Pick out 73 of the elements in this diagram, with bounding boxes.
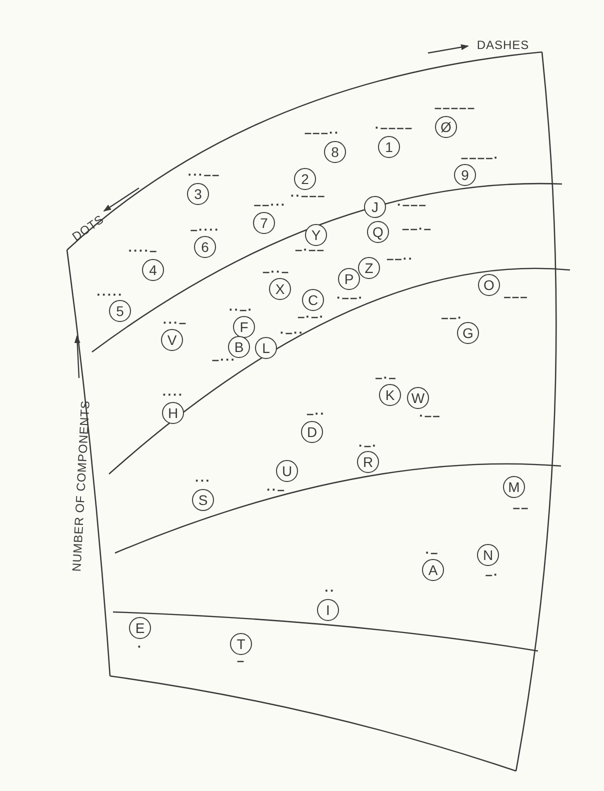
morse-code: ··–· [228,304,254,316]
circled-character: X [269,278,291,300]
circled-character: E [129,617,151,639]
circled-character: U [276,460,298,482]
circled-character: C [302,289,324,311]
morse-code: –·–– [294,244,326,256]
circled-character: F [233,316,255,338]
circled-character: B [228,336,250,358]
circled-character: H [162,402,184,424]
circled-character: Y [305,224,327,246]
circled-character: G [457,322,479,344]
circled-character: I [317,599,339,621]
circled-character: 5 [109,300,131,322]
morse-code: –– [512,502,530,514]
morse-code: ·–––– [374,122,414,134]
circled-character: 8 [324,141,346,163]
circled-character: Ø [435,116,457,138]
circled-character: D [301,421,323,443]
morse-code: ··––– [290,190,326,202]
morse-code: –·– [375,372,397,384]
morse-code: ·–·· [280,327,304,339]
morse-code: ·––– [396,199,428,211]
morse-code: ·– [425,547,439,559]
circled-character: 6 [194,236,216,258]
morse-code: ·––· [336,292,364,304]
circled-character: N [477,544,499,566]
circled-character: M [503,476,525,498]
morse-code: ··· [195,475,211,487]
circled-character: L [255,337,277,359]
circled-character: Q [367,221,389,243]
morse-code: ··– [266,484,286,496]
circled-character: 3 [187,183,209,205]
morse-code: ––··· [254,199,286,211]
morse-code: ·· [324,585,336,597]
circled-character: A [422,559,444,581]
circled-character: P [338,268,360,290]
morse-code: ···· [162,389,184,401]
morse-code: ––––· [460,152,500,164]
morse-code: · [137,641,143,653]
morse-code: ––– [504,291,528,303]
morse-code: ––· [441,312,463,324]
morse-code: –––·· [304,127,340,139]
morse-code: – [236,655,246,667]
morse-code: –·· [306,408,326,420]
circled-character: 4 [142,259,164,281]
circled-character: T [230,633,252,655]
circled-character: W [407,387,429,409]
morse-code: ·–· [358,440,378,452]
axis-label: NUMBER OF COMPONENTS [70,400,92,572]
morse-code: ····– [128,245,158,257]
circled-character: 9 [454,164,476,186]
circled-character: K [379,384,401,406]
circled-character: Z [358,257,380,279]
circled-character: 2 [294,168,316,190]
morse-code: ···– [162,317,188,329]
circled-character: S [192,489,214,511]
morse-code: –···· [190,224,220,236]
morse-code: ––·· [386,253,414,265]
morse-code: ––––– [434,102,476,114]
morse-code: –··– [262,266,290,278]
morse-code: –· [485,569,499,581]
circled-character: R [357,451,379,473]
circled-character: O [478,274,500,296]
circled-character: J [364,196,386,218]
circled-character: 1 [378,136,400,158]
morse-code: ·–– [419,410,441,422]
morse-code: –·–· [297,311,325,323]
circled-character: V [161,329,183,351]
circled-character: 7 [253,212,275,234]
axis-label: DASHES [476,38,530,52]
morse-code: ···–– [188,169,220,181]
morse-code: ––·– [402,223,432,235]
morse-code: ····· [96,289,124,301]
